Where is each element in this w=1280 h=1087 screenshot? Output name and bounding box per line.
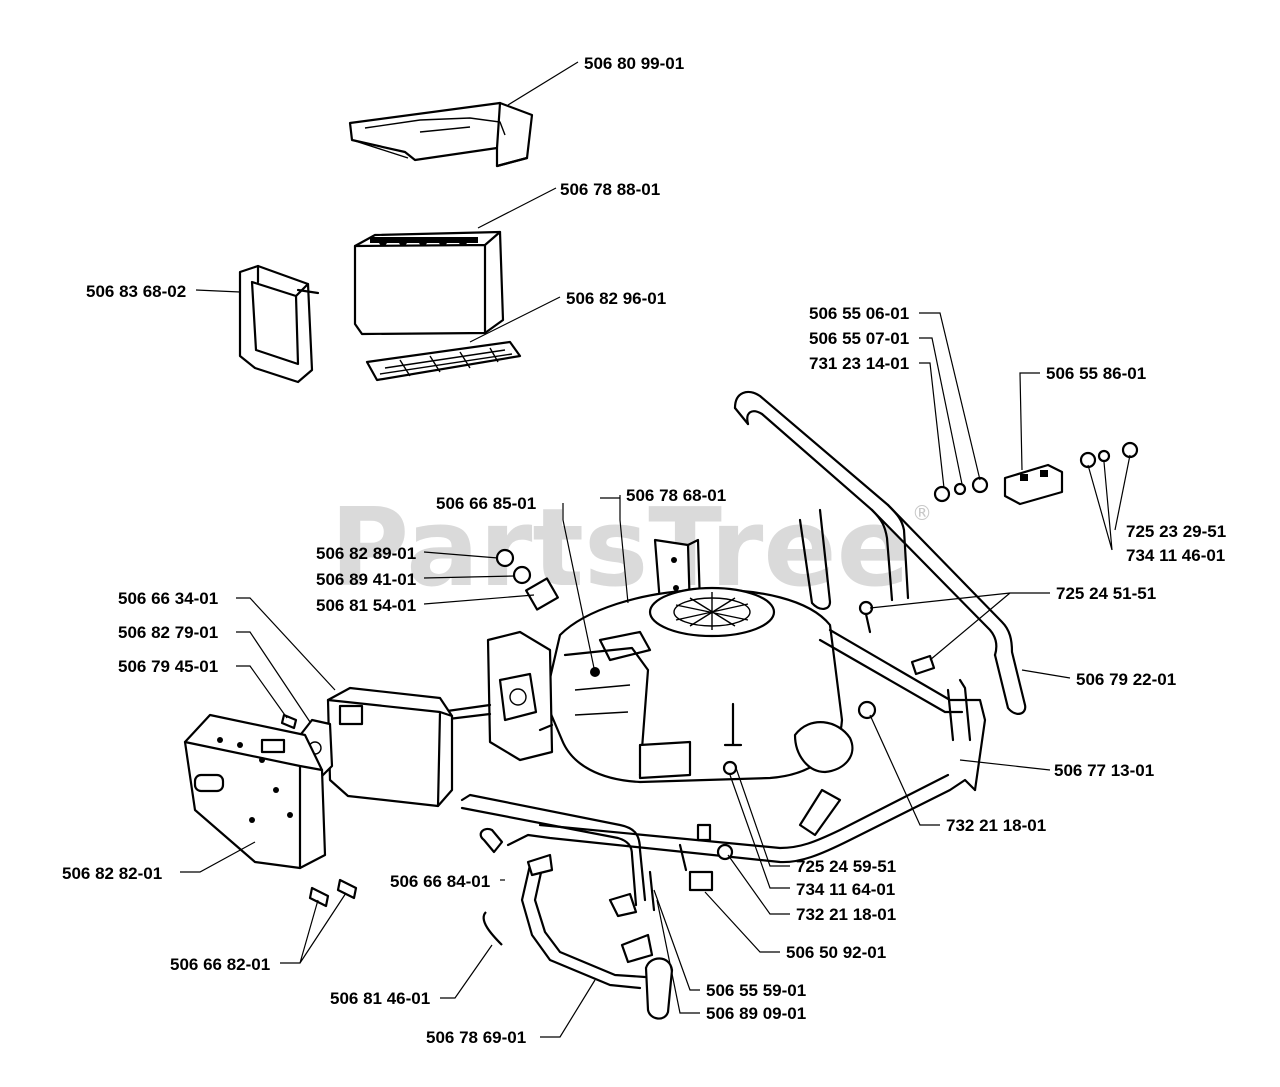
- label-part-506-89-41: 506 89 41-01: [316, 570, 416, 589]
- fastener-set[interactable]: [495, 441, 1139, 892]
- label-part-506-66-85: 506 66 85-01: [436, 494, 536, 513]
- label-part-506-79-22: 506 79 22-01: [1076, 670, 1176, 689]
- throttle-cable[interactable]: [482, 853, 674, 1020]
- label-battery-strap: 506 83 68-02: [86, 282, 186, 301]
- battery-strap[interactable]: [238, 264, 320, 384]
- label-part-506-77-13: 506 77 13-01: [1054, 761, 1154, 780]
- part-number-labels: 506 80 99-01 506 78 88-01 506 83 68-02 5…: [62, 54, 1226, 1047]
- label-part-506-55-59: 506 55 59-01: [706, 981, 806, 1000]
- handle-bar[interactable]: [733, 390, 1027, 715]
- label-battery-cover: 506 80 99-01: [584, 54, 684, 73]
- label-part-506-78-69: 506 78 69-01: [426, 1028, 526, 1047]
- label-battery: 506 78 88-01: [560, 180, 660, 199]
- label-battery-mat: 506 82 96-01: [566, 289, 666, 308]
- label-part-506-78-68: 506 78 68-01: [626, 486, 726, 505]
- label-part-725-23-29: 725 23 29-51: [1126, 522, 1226, 541]
- label-part-506-55-06: 506 55 06-01: [809, 304, 909, 323]
- label-part-725-24-51: 725 24 51-51: [1056, 584, 1156, 603]
- label-part-506-55-07: 506 55 07-01: [809, 329, 909, 348]
- watermark-registered-mark: ®: [912, 501, 932, 525]
- label-part-506-66-82: 506 66 82-01: [170, 955, 270, 974]
- label-part-506-82-89: 506 82 89-01: [316, 544, 416, 563]
- label-part-725-24-59: 725 24 59-51: [796, 857, 896, 876]
- label-part-734-11-64: 734 11 64-01: [796, 880, 895, 899]
- label-part-734-11-46: 734 11 46-01: [1126, 546, 1225, 565]
- label-part-731-23-14: 731 23 14-01: [809, 354, 909, 373]
- label-part-732-21-18-b: 732 21 18-01: [796, 905, 896, 924]
- battery[interactable]: [353, 230, 505, 336]
- label-part-506-89-09: 506 89 09-01: [706, 1004, 806, 1023]
- label-part-506-82-79: 506 82 79-01: [118, 623, 218, 642]
- label-part-506-66-84: 506 66 84-01: [390, 872, 490, 891]
- label-part-506-81-46: 506 81 46-01: [330, 989, 430, 1008]
- leader-lines: [180, 61, 1131, 1038]
- label-part-506-79-45: 506 79 45-01: [118, 657, 218, 676]
- engine[interactable]: [543, 586, 854, 784]
- battery-mat[interactable]: [365, 340, 522, 382]
- label-part-506-55-86: 506 55 86-01: [1046, 364, 1146, 383]
- label-part-506-66-34: 506 66 34-01: [118, 589, 218, 608]
- label-part-506-81-54: 506 81 54-01: [316, 596, 416, 615]
- engine-front-plate[interactable]: [438, 630, 554, 762]
- battery-cover[interactable]: [348, 101, 534, 168]
- control-rod[interactable]: [460, 793, 647, 907]
- air-cleaner-housing[interactable]: [326, 686, 454, 808]
- frame-tube[interactable]: [506, 628, 987, 864]
- label-part-506-82-82: 506 82 82-01: [62, 864, 162, 883]
- switch-block[interactable]: [1003, 463, 1064, 506]
- label-part-732-21-18-a: 732 21 18-01: [946, 816, 1046, 835]
- cover-screws[interactable]: [280, 713, 358, 908]
- air-cleaner-cover[interactable]: [183, 713, 327, 870]
- label-part-506-50-92: 506 50 92-01: [786, 943, 886, 962]
